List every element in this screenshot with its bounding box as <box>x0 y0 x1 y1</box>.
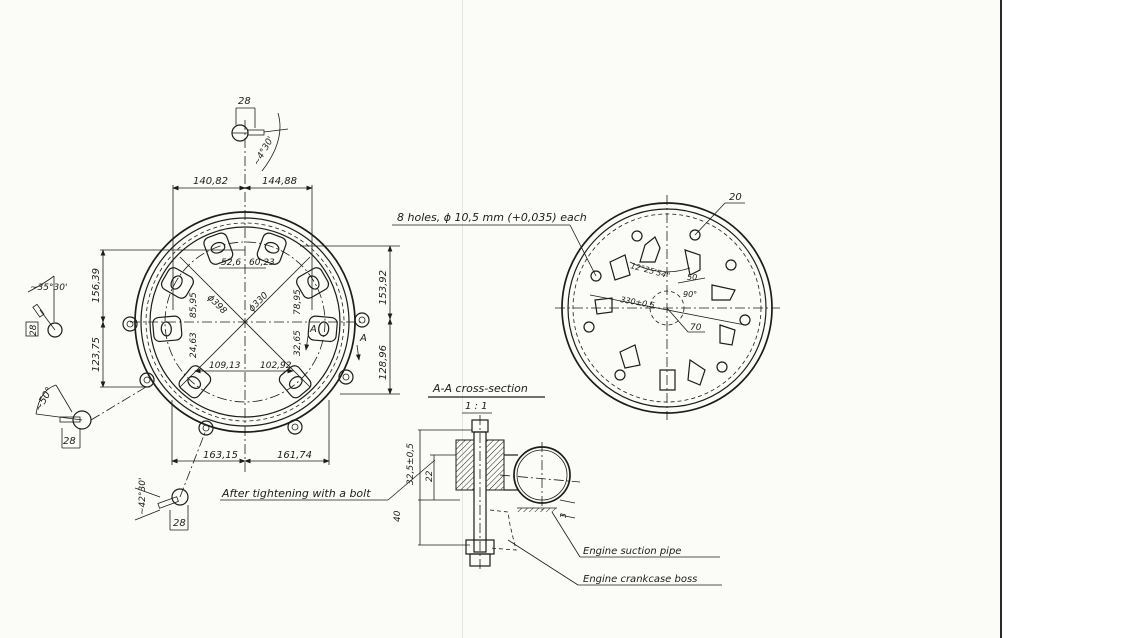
dim-109-13: 109,13 <box>209 361 241 371</box>
inner-lugs <box>152 232 338 399</box>
bolt-detail-top: 28 ~4°30' <box>231 96 289 172</box>
bolt-detail-bottom: ~42°30' 28 <box>134 429 207 531</box>
bolt-left-lower-width: 28 <box>63 436 76 447</box>
sheet-edge-line <box>1000 0 1002 638</box>
dim-24-63: 24,63 <box>189 332 199 358</box>
dim-163-15: 163,15 <box>203 450 238 461</box>
section-mark-a-1: A <box>309 324 317 335</box>
dim-140-82: 140,82 <box>193 176 228 187</box>
dim-156-39: 156,39 <box>91 268 102 303</box>
bolt-top-width: 28 <box>238 96 251 107</box>
paper-fold-line <box>462 0 463 638</box>
dim-70: 70 <box>690 323 702 333</box>
note-after-tightening: After tightening with a bolt <box>221 487 371 500</box>
bolt-detail-left-lower: ~50° 28 <box>33 384 147 449</box>
angle-12-25-54: 12°25'54" <box>629 261 670 280</box>
left-ring-view: 140,82 144,88 52,6 60,23 ϕ398 ϕ330 85,95… <box>91 120 400 475</box>
bolt-top-angle: ~4°30' <box>252 135 277 167</box>
bolt-left-upper-width: 28 <box>29 324 39 336</box>
label-suction-pipe: Engine suction pipe <box>583 546 681 557</box>
angle-90: 90° <box>683 290 697 299</box>
dim-dia-398: ϕ398 <box>205 293 229 317</box>
section-mark-a-2: A <box>359 333 367 344</box>
dim-153-92: 153,92 <box>378 270 389 305</box>
dim-dia-330: ϕ330 <box>247 291 271 315</box>
dim-52-6: 52,6 <box>221 258 241 268</box>
bolt-left-lower-angle: ~50° <box>33 385 56 413</box>
radius-330: 330±0,5 <box>620 295 656 310</box>
section-a-a: A-A cross-section 1 : 1 3 <box>393 382 722 586</box>
dim-32-5: 32,5±0,5 <box>406 443 416 485</box>
dim-22: 22 <box>425 470 435 482</box>
dim-128-96: 128,96 <box>378 345 389 380</box>
plate-teeth <box>594 236 736 391</box>
holes-note: 8 holes, ϕ 10,5 mm (+0,035) each <box>397 211 587 224</box>
dim-3: 3 <box>559 513 568 518</box>
dim-32-65: 32,65 <box>293 330 303 356</box>
drawing-sheet <box>0 0 1003 638</box>
label-crankcase-boss: Engine crankcase boss <box>583 574 697 585</box>
dim-102-92: 102,92 <box>260 361 292 371</box>
bolt-bottom-angle: ~42°30' <box>138 478 148 515</box>
hole-label-20: 20 <box>729 192 742 203</box>
bolt-detail-left-upper: ~35°30' 28 <box>25 275 67 338</box>
dim-123-75: 123,75 <box>91 337 102 372</box>
eight-holes <box>583 229 751 381</box>
dim-50: 50 <box>687 273 697 282</box>
dim-144-88: 144,88 <box>262 176 297 187</box>
bolt-bottom-width: 28 <box>173 518 186 529</box>
tightening-note: After tightening with a bolt <box>220 459 436 501</box>
bolt-left-upper-angle: ~35°30' <box>30 283 67 293</box>
section-scale: 1 : 1 <box>465 401 487 412</box>
dim-85-95: 85,95 <box>189 292 199 318</box>
dim-161-74: 161,74 <box>277 450 312 461</box>
dim-78-95: 78,95 <box>293 289 303 315</box>
section-title: A-A cross-section <box>432 382 528 395</box>
dim-40: 40 <box>393 510 403 522</box>
dim-60-23: 60,23 <box>249 258 275 268</box>
